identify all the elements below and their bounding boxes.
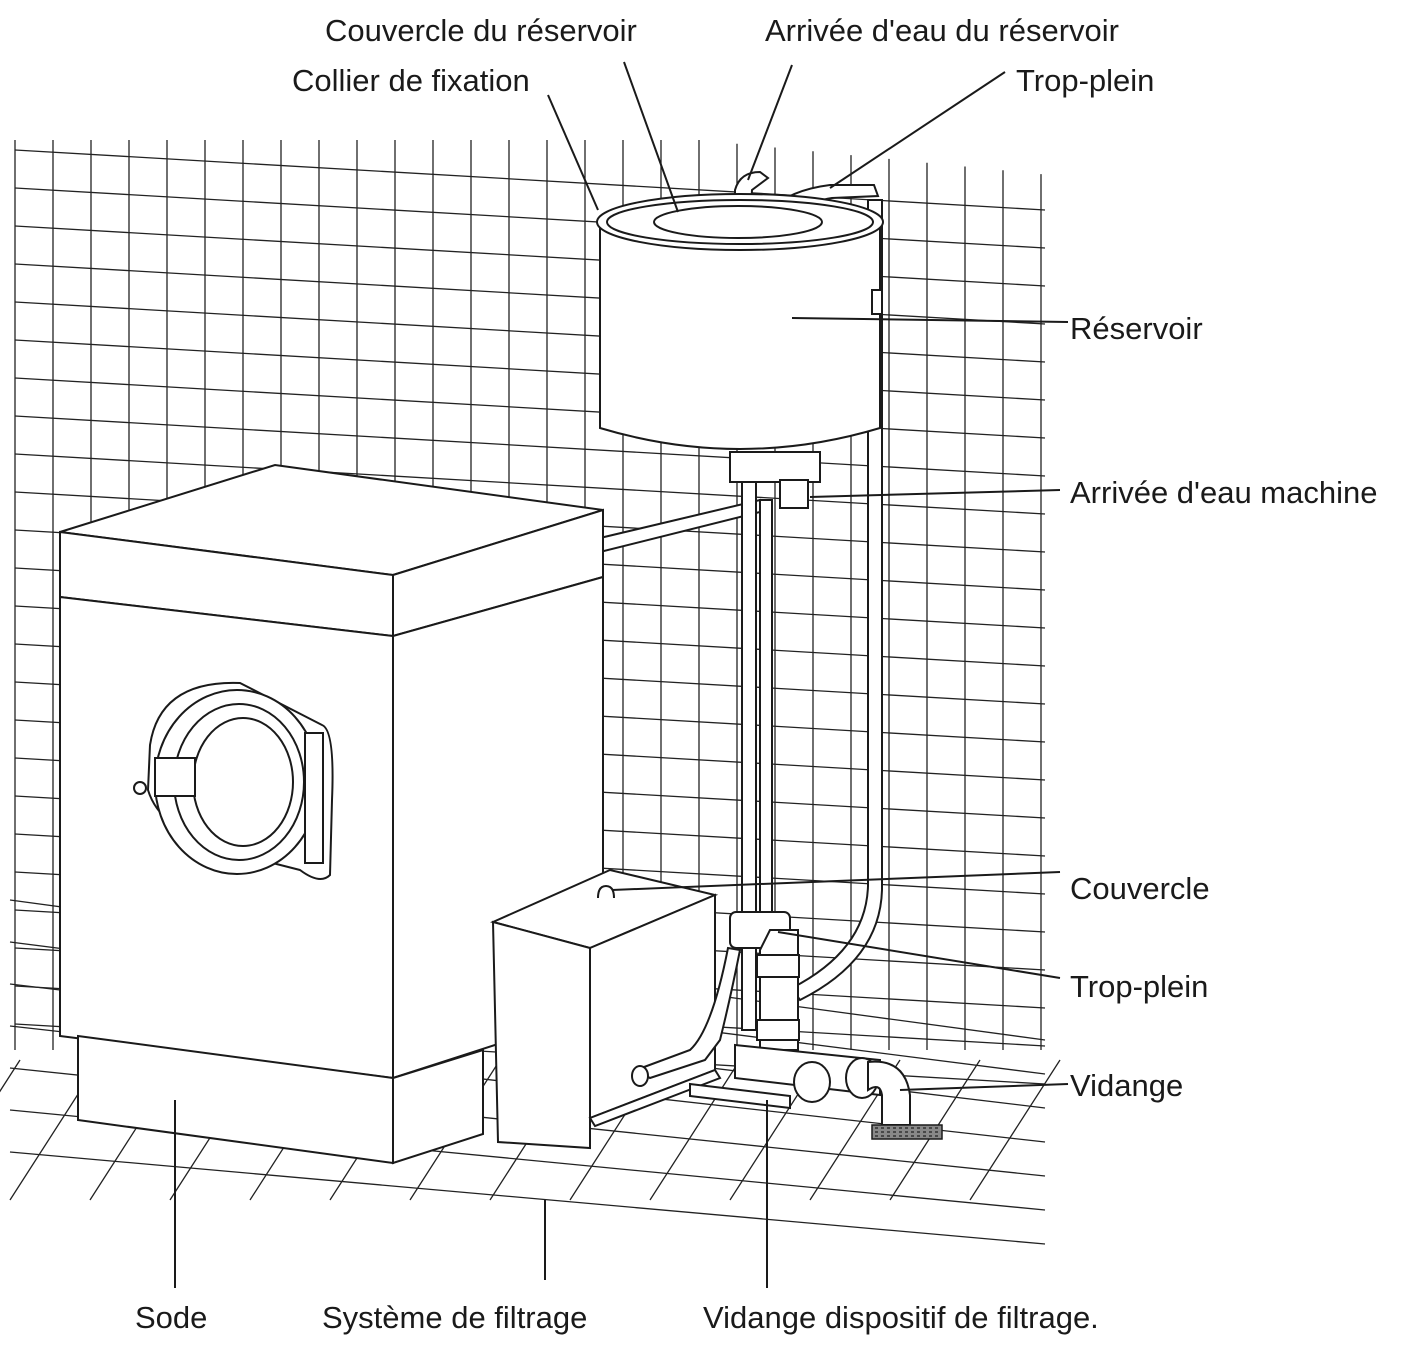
- tile-line: [14, 187, 1046, 249]
- leader-cover: [611, 871, 1061, 891]
- tile-line: [649, 1059, 741, 1201]
- label-tank-inlet: Arrivée d'eau du réservoir: [765, 13, 1119, 48]
- tile-line: [9, 1151, 1046, 1245]
- leader-overflow-bottom: [777, 931, 1061, 979]
- label-clamp: Collier de fixation: [292, 63, 530, 98]
- leader-clamp: [547, 94, 599, 211]
- label-tank: Réservoir: [1070, 311, 1203, 346]
- label-machine-inlet: Arrivée d'eau machine: [1070, 475, 1378, 510]
- tile-line: [14, 301, 1046, 363]
- leader-tank: [791, 317, 1069, 323]
- lower-plumbing-drawing: [631, 911, 943, 1140]
- leader-overflow-top: [829, 71, 1006, 189]
- leader-drain: [899, 1083, 1069, 1091]
- label-filter-drain: Vidange dispositif de filtrage.: [703, 1300, 1099, 1335]
- leader-tank-lid: [623, 61, 679, 213]
- label-filter-system: Système de filtrage: [322, 1300, 588, 1335]
- tile-line: [14, 149, 1046, 211]
- leader-lines: [174, 61, 1069, 1288]
- tile-line: [0, 1059, 21, 1093]
- tile-line: [969, 1059, 1061, 1201]
- label-overflow-top: Trop-plein: [1016, 63, 1155, 98]
- label-plinth: Sode: [135, 1300, 208, 1335]
- washing-machine-drawing: [59, 463, 604, 1165]
- label-cover: Couvercle: [1070, 871, 1210, 906]
- tank-drawing: [596, 193, 884, 509]
- label-drain: Vidange: [1070, 1068, 1184, 1103]
- tile-line: [14, 225, 1046, 287]
- tile-line: [14, 415, 1046, 477]
- label-overflow-bottom: Trop-plein: [1070, 969, 1209, 1004]
- leader-machine-inlet: [809, 489, 1061, 498]
- tile-line: [14, 263, 1046, 325]
- label-tank-lid: Couvercle du réservoir: [325, 13, 637, 48]
- tile-line: [14, 377, 1046, 439]
- filter-box-drawing: [490, 868, 722, 1150]
- leader-tank-inlet: [747, 64, 793, 181]
- tile-line: [14, 339, 1046, 401]
